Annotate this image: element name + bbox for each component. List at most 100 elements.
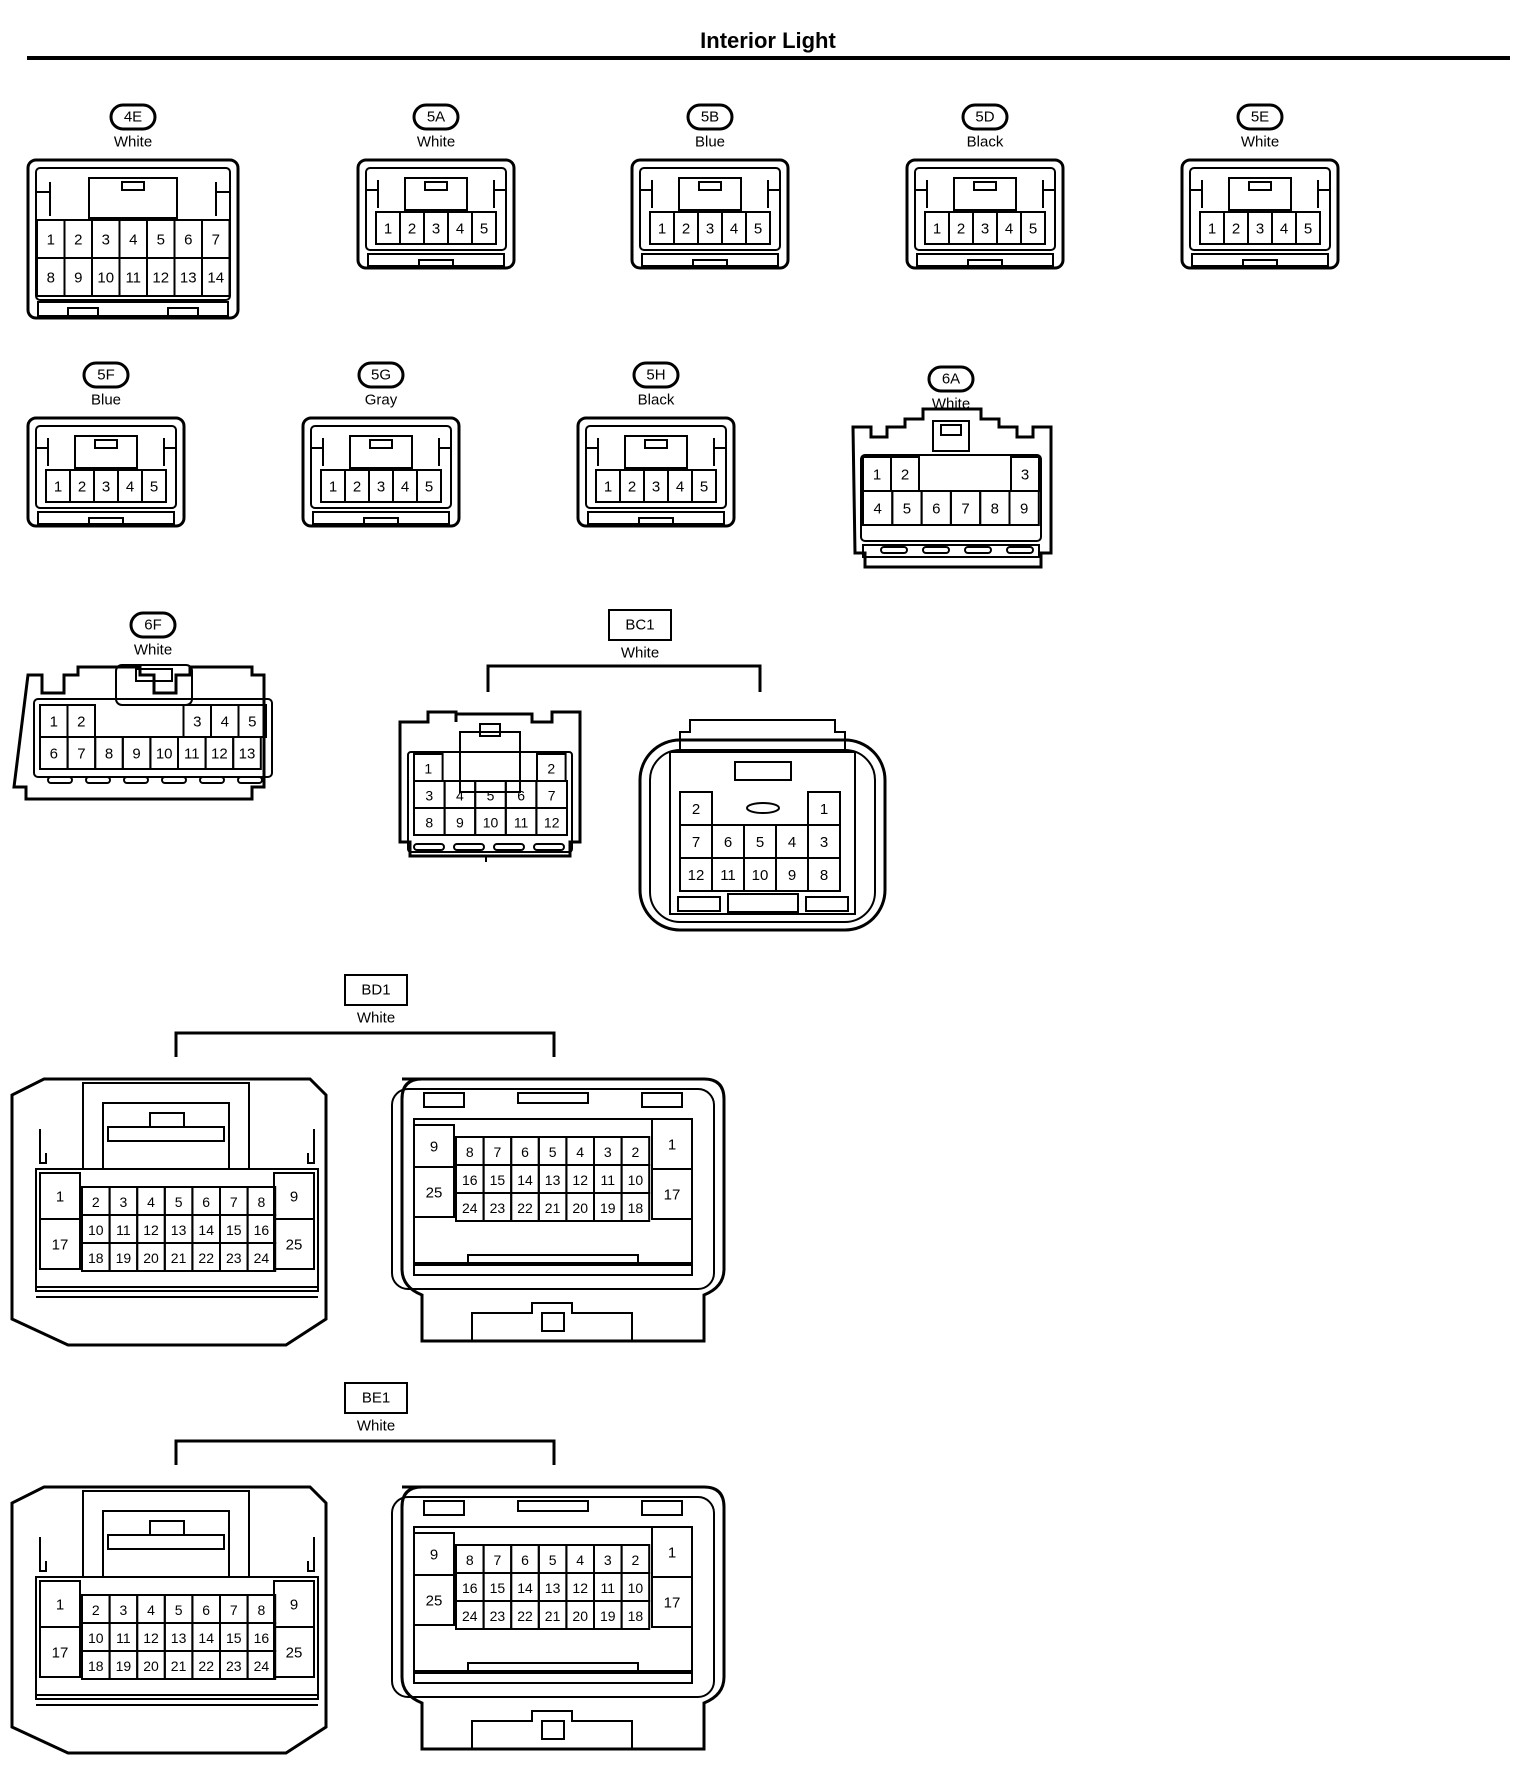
- connector-inner-housing: [35, 1576, 319, 1700]
- connector-id-badge: [412, 103, 460, 131]
- connector-inner-housing: [649, 749, 876, 923]
- pin-number: 19: [116, 1250, 132, 1266]
- pin-number: 1: [604, 479, 612, 496]
- pin-cell: 8: [979, 490, 1011, 526]
- pin-cell-outline: [620, 1192, 651, 1222]
- pin-cell: 6: [920, 490, 952, 526]
- pin-number: 9: [74, 270, 82, 287]
- pin-cell: 4: [775, 824, 809, 859]
- pin-cell: 17: [39, 1626, 81, 1678]
- housing-line: [39, 1537, 315, 1572]
- base-slot: [493, 843, 525, 851]
- pin-number: 11: [601, 1172, 616, 1188]
- pin-cell: 4: [721, 211, 747, 245]
- latch: [973, 181, 997, 191]
- pin-cell: 7: [679, 824, 713, 859]
- pin-number: 2: [901, 467, 909, 484]
- connector-color: Gray: [365, 392, 398, 409]
- pin-cell: 1: [413, 753, 444, 782]
- pin-cell: 5: [471, 211, 497, 245]
- pin-cell-outline: [651, 1168, 693, 1220]
- pin-cell: 3: [1010, 456, 1040, 492]
- connector-inner-housing: [35, 1168, 319, 1292]
- housing-base: [862, 544, 1040, 558]
- pin-number: 7: [212, 232, 220, 249]
- pin-number: 11: [125, 270, 141, 287]
- pin-number: 3: [981, 221, 989, 238]
- pin-cell: 19: [593, 1192, 623, 1222]
- pin-number: 4: [576, 1144, 584, 1160]
- pin-number: 13: [171, 1630, 187, 1646]
- pin-cell: 3: [1247, 211, 1273, 245]
- base-slot: [237, 776, 263, 784]
- pin-number: 6: [202, 1194, 210, 1210]
- pin-cell: 3: [423, 211, 449, 245]
- latch: [423, 1500, 465, 1516]
- pin-number: 16: [462, 1580, 478, 1596]
- pin-number: 25: [286, 1645, 303, 1662]
- pin-number: 5: [1304, 221, 1312, 238]
- base-slot: [413, 843, 445, 851]
- pin-number: 20: [143, 1250, 159, 1266]
- connector-color: White: [357, 1418, 395, 1435]
- pin-cell-outline: [807, 857, 841, 892]
- pin-cell-outline: [39, 1626, 81, 1678]
- pin-number: 11: [601, 1580, 616, 1596]
- pin-cell: 10: [620, 1164, 651, 1194]
- connector-color: White: [621, 645, 659, 662]
- pin-cell: 19: [593, 1600, 623, 1630]
- pin-cell: 5: [537, 1544, 568, 1574]
- connector-inner-housing: [860, 454, 1042, 542]
- connector-id-badge: [632, 361, 680, 389]
- pin-number: 3: [652, 479, 660, 496]
- pin-cell: 24: [246, 1242, 277, 1272]
- pin-cell: 25: [413, 1574, 455, 1626]
- pin-cell: 5: [891, 490, 923, 526]
- pin-number: 23: [226, 1658, 242, 1674]
- pin-cell: 2: [890, 456, 920, 492]
- latch-frame: [953, 177, 1017, 211]
- base-slot: [413, 1264, 693, 1276]
- pin-cell: 1: [924, 211, 950, 245]
- pair-bracket: [486, 664, 762, 692]
- connector-id: 5E: [1251, 109, 1269, 126]
- pin-cell: 10: [149, 736, 179, 770]
- pin-number: 13: [239, 746, 256, 763]
- base-slot: [85, 776, 111, 784]
- pin-cell: 15: [482, 1164, 513, 1194]
- pin-cell: 2: [81, 1186, 111, 1216]
- pin-cell: 4: [392, 469, 418, 503]
- pin-cell: 7: [219, 1186, 249, 1216]
- pin-number: 10: [752, 867, 769, 884]
- connector-id: 5A: [427, 109, 445, 126]
- pin-number: 5: [549, 1144, 557, 1160]
- latch: [641, 1092, 683, 1108]
- page-title: Interior Light: [700, 28, 836, 53]
- pin-number: 3: [820, 834, 828, 851]
- pin-cell: 2: [81, 1594, 111, 1624]
- connector-color: Blue: [695, 134, 725, 151]
- pin-number: 3: [120, 1602, 128, 1618]
- latch: [698, 181, 722, 191]
- pin-number: 6: [521, 1144, 529, 1160]
- pin-number: 2: [78, 479, 86, 496]
- pin-cell: 10: [81, 1622, 111, 1652]
- pin-cell: 7: [482, 1136, 513, 1166]
- pin-cell: 5: [146, 219, 176, 259]
- pin-cell: 5: [691, 469, 717, 503]
- pin-cell: 4: [996, 211, 1022, 245]
- latch-frame: [1228, 177, 1292, 211]
- pin-cell: 1: [39, 1580, 81, 1628]
- pin-number: 1: [424, 761, 432, 777]
- pin-number: 1: [56, 1189, 64, 1206]
- base-key: [692, 259, 728, 269]
- pin-cell: 4: [117, 469, 143, 503]
- base-key: [638, 517, 674, 527]
- connector-id: BE1: [362, 1390, 390, 1407]
- pin-number: 14: [198, 1222, 214, 1238]
- connector-id-box: [344, 1382, 408, 1414]
